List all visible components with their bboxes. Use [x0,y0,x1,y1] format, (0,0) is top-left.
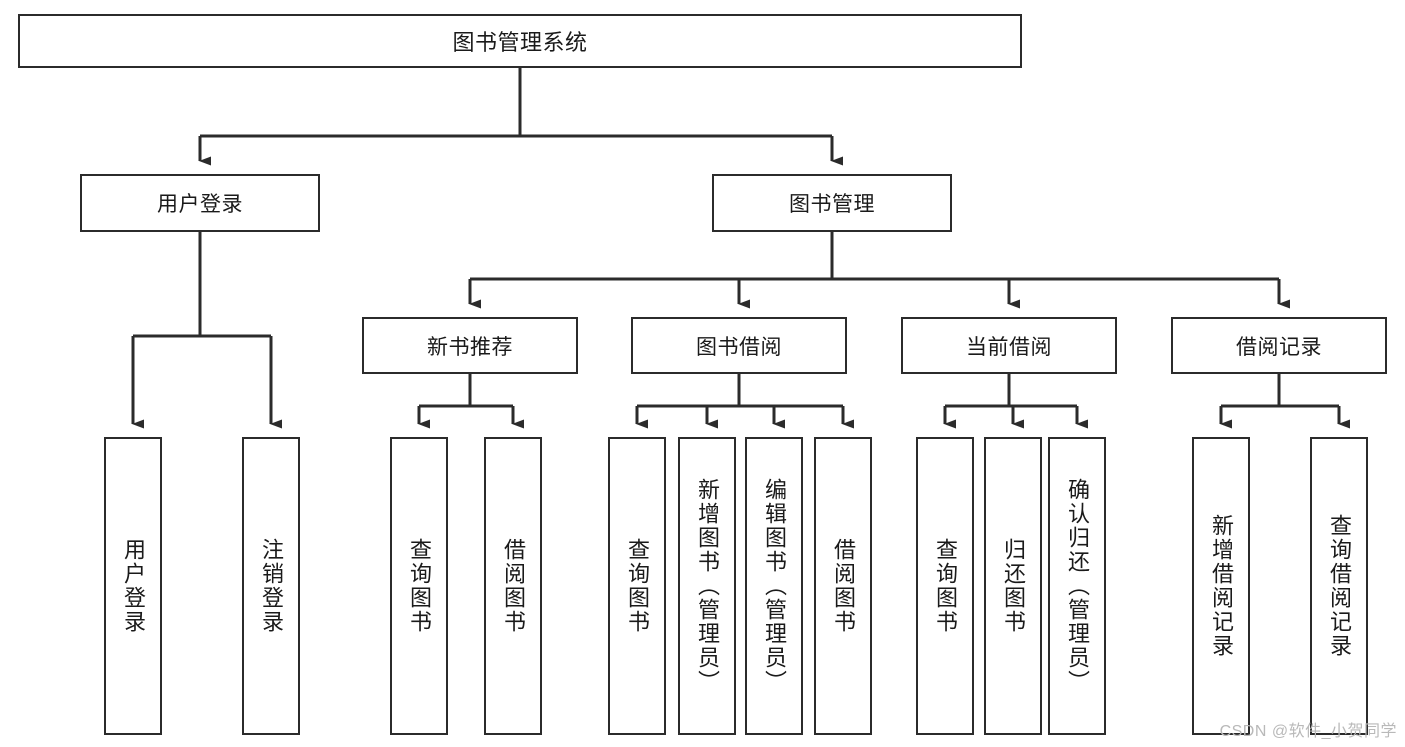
leaf-add-record[interactable]: 新增借阅记录 [1192,437,1250,735]
leaf-return-book-label: 归还图书 [1000,538,1026,634]
leaf-add-record-label: 新增借阅记录 [1208,514,1234,658]
node-current-borrow-label: 当前借阅 [966,335,1052,359]
node-book-borrow-label: 图书借阅 [696,335,782,359]
leaf-borrow-book-1-label: 借阅图书 [500,538,526,634]
leaf-user-logout-label: 注销登录 [258,538,284,634]
leaf-user-logout[interactable]: 注销登录 [242,437,300,735]
leaf-user-login-label: 用户登录 [120,538,146,634]
leaf-borrow-book-1[interactable]: 借阅图书 [484,437,542,735]
leaf-query-book-2-label: 查询图书 [624,538,650,634]
node-current-borrow[interactable]: 当前借阅 [901,317,1117,374]
leaf-query-record[interactable]: 查询借阅记录 [1310,437,1368,735]
node-book-borrow[interactable]: 图书借阅 [631,317,847,374]
leaf-add-book-label: 新增图书（管理员） [694,478,720,694]
leaf-query-record-label: 查询借阅记录 [1326,514,1352,658]
leaf-confirm-return-label: 确认归还（管理员） [1064,478,1090,694]
node-new-book-recommend-label: 新书推荐 [427,335,513,359]
leaf-query-book-3[interactable]: 查询图书 [916,437,974,735]
leaf-user-login[interactable]: 用户登录 [104,437,162,735]
leaf-query-book-1-label: 查询图书 [406,538,432,634]
leaf-query-book-2[interactable]: 查询图书 [608,437,666,735]
leaf-query-book-1[interactable]: 查询图书 [390,437,448,735]
node-borrow-record-label: 借阅记录 [1236,335,1322,359]
leaf-query-book-3-label: 查询图书 [932,538,958,634]
node-user-login[interactable]: 用户登录 [80,174,320,232]
leaf-edit-book-label: 编辑图书（管理员） [761,478,787,694]
node-new-book-recommend[interactable]: 新书推荐 [362,317,578,374]
leaf-return-book[interactable]: 归还图书 [984,437,1042,735]
leaf-borrow-book-2[interactable]: 借阅图书 [814,437,872,735]
node-book-manage[interactable]: 图书管理 [712,174,952,232]
leaf-confirm-return[interactable]: 确认归还（管理员） [1048,437,1106,735]
node-borrow-record[interactable]: 借阅记录 [1171,317,1387,374]
node-root-label: 图书管理系统 [452,30,588,55]
node-book-manage-label: 图书管理 [789,193,875,216]
node-root[interactable]: 图书管理系统 [18,14,1022,68]
leaf-add-book[interactable]: 新增图书（管理员） [678,437,736,735]
leaf-edit-book[interactable]: 编辑图书（管理员） [745,437,803,735]
node-user-login-label: 用户登录 [157,193,243,216]
leaf-borrow-book-2-label: 借阅图书 [830,538,856,634]
